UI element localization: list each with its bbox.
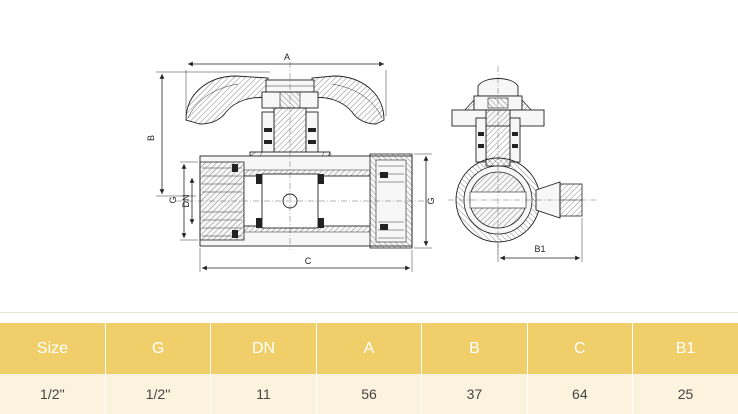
cell-c: 64 [527, 374, 634, 414]
column-header-size: Size [0, 323, 106, 374]
cell-g: 1/2'' [105, 374, 212, 414]
dimension-label-g-right: G [426, 197, 436, 204]
cell-b1: 25 [632, 374, 738, 414]
front-view: A B G DN G C [146, 52, 436, 272]
valve-technical-drawing: A B G DN G C [146, 52, 596, 272]
technical-drawing-area: A B G DN G C [0, 52, 738, 313]
side-view: B1 [448, 66, 596, 262]
table-row: 1/2'' 1/2'' 11 56 37 64 25 [0, 374, 738, 414]
column-header-dn: DN [210, 323, 317, 374]
cell-size: 1/2'' [0, 374, 106, 414]
column-header-g: G [105, 323, 212, 374]
column-header-b1: B1 [632, 323, 738, 374]
dimension-label-g-left: G [168, 196, 178, 203]
cell-dn: 11 [210, 374, 317, 414]
specification-table: Size G DN A B C B1 1/2'' 1/2'' 11 56 37 … [0, 323, 738, 414]
cell-b: 37 [421, 374, 528, 414]
dimension-label-a: A [284, 52, 290, 62]
cell-a: 56 [316, 374, 423, 414]
dimension-label-c: C [305, 256, 312, 266]
dimension-label-b: B [146, 135, 156, 141]
column-header-c: C [527, 323, 634, 374]
column-header-b: B [421, 323, 528, 374]
table-header-row: Size G DN A B C B1 [0, 323, 738, 374]
dimension-label-dn: DN [181, 195, 191, 208]
butterfly-handle [185, 75, 385, 125]
dimension-label-b1: B1 [534, 244, 545, 254]
column-header-a: A [316, 323, 423, 374]
